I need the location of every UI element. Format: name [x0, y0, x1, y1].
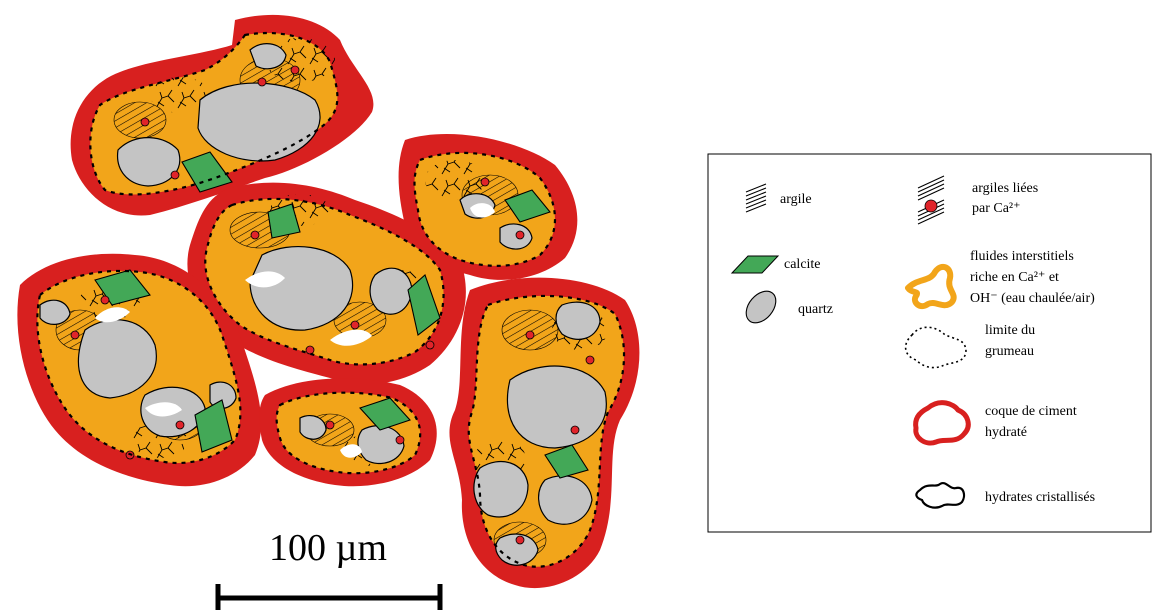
fluid-icon	[905, 263, 957, 310]
legend-item-hydrates: hydrates cristallisés	[915, 482, 1095, 509]
legend-item-coque: coque de ciment hydraté	[913, 400, 1077, 446]
scale-bar: 100 µm	[215, 527, 443, 610]
cement-shell-icon	[913, 400, 971, 446]
quartz-grains	[39, 43, 607, 566]
scale-bar-label: 100 µm	[269, 527, 387, 569]
legend-label: hydrates cristallisés	[985, 490, 1095, 505]
lump-boundaries	[36, 31, 626, 568]
legend-item-argiles-liees: argiles liées par Ca²⁺	[917, 175, 1038, 225]
legend-label: hydraté	[985, 425, 1027, 440]
legend-label: grumeau	[985, 344, 1034, 359]
legend-label: limite du	[985, 323, 1035, 338]
legend-item-calcite: calcite	[730, 255, 821, 274]
calcite-icon	[730, 255, 780, 274]
legend: argile argiles liées par Ca²⁺ calcite qu…	[707, 153, 1152, 533]
legend-label: coque de ciment	[985, 404, 1077, 419]
legend-frame	[707, 153, 1152, 533]
legend-label: OH⁻ (eau chaulée/air)	[970, 291, 1095, 306]
aggregate-cluster	[17, 14, 640, 589]
calcium-ion-icon	[924, 199, 938, 213]
legend-label: argile	[780, 192, 812, 207]
legend-label: fluides interstitiels	[970, 249, 1074, 264]
lump-boundary-icon	[904, 326, 967, 369]
quartz-icon	[745, 290, 777, 324]
calcium-ions	[70, 65, 595, 545]
legend-item-limite: limite du grumeau	[904, 323, 1035, 369]
clay-icon	[745, 183, 767, 213]
legend-label: riche en Ca²⁺ et	[970, 270, 1059, 285]
legend-item-fluides: fluides interstitiels riche en Ca²⁺ et O…	[905, 249, 1095, 310]
hydrates-icon	[915, 482, 966, 509]
legend-label: quartz	[798, 302, 833, 317]
pore-voids	[95, 203, 495, 458]
legend-label: argiles liées	[972, 181, 1038, 196]
legend-item-quartz: quartz	[745, 290, 833, 324]
calcite-crystals	[94, 151, 589, 479]
legend-label: calcite	[784, 257, 821, 272]
legend-label: par Ca²⁺	[972, 201, 1021, 216]
legend-item-argile: argile	[745, 183, 812, 213]
